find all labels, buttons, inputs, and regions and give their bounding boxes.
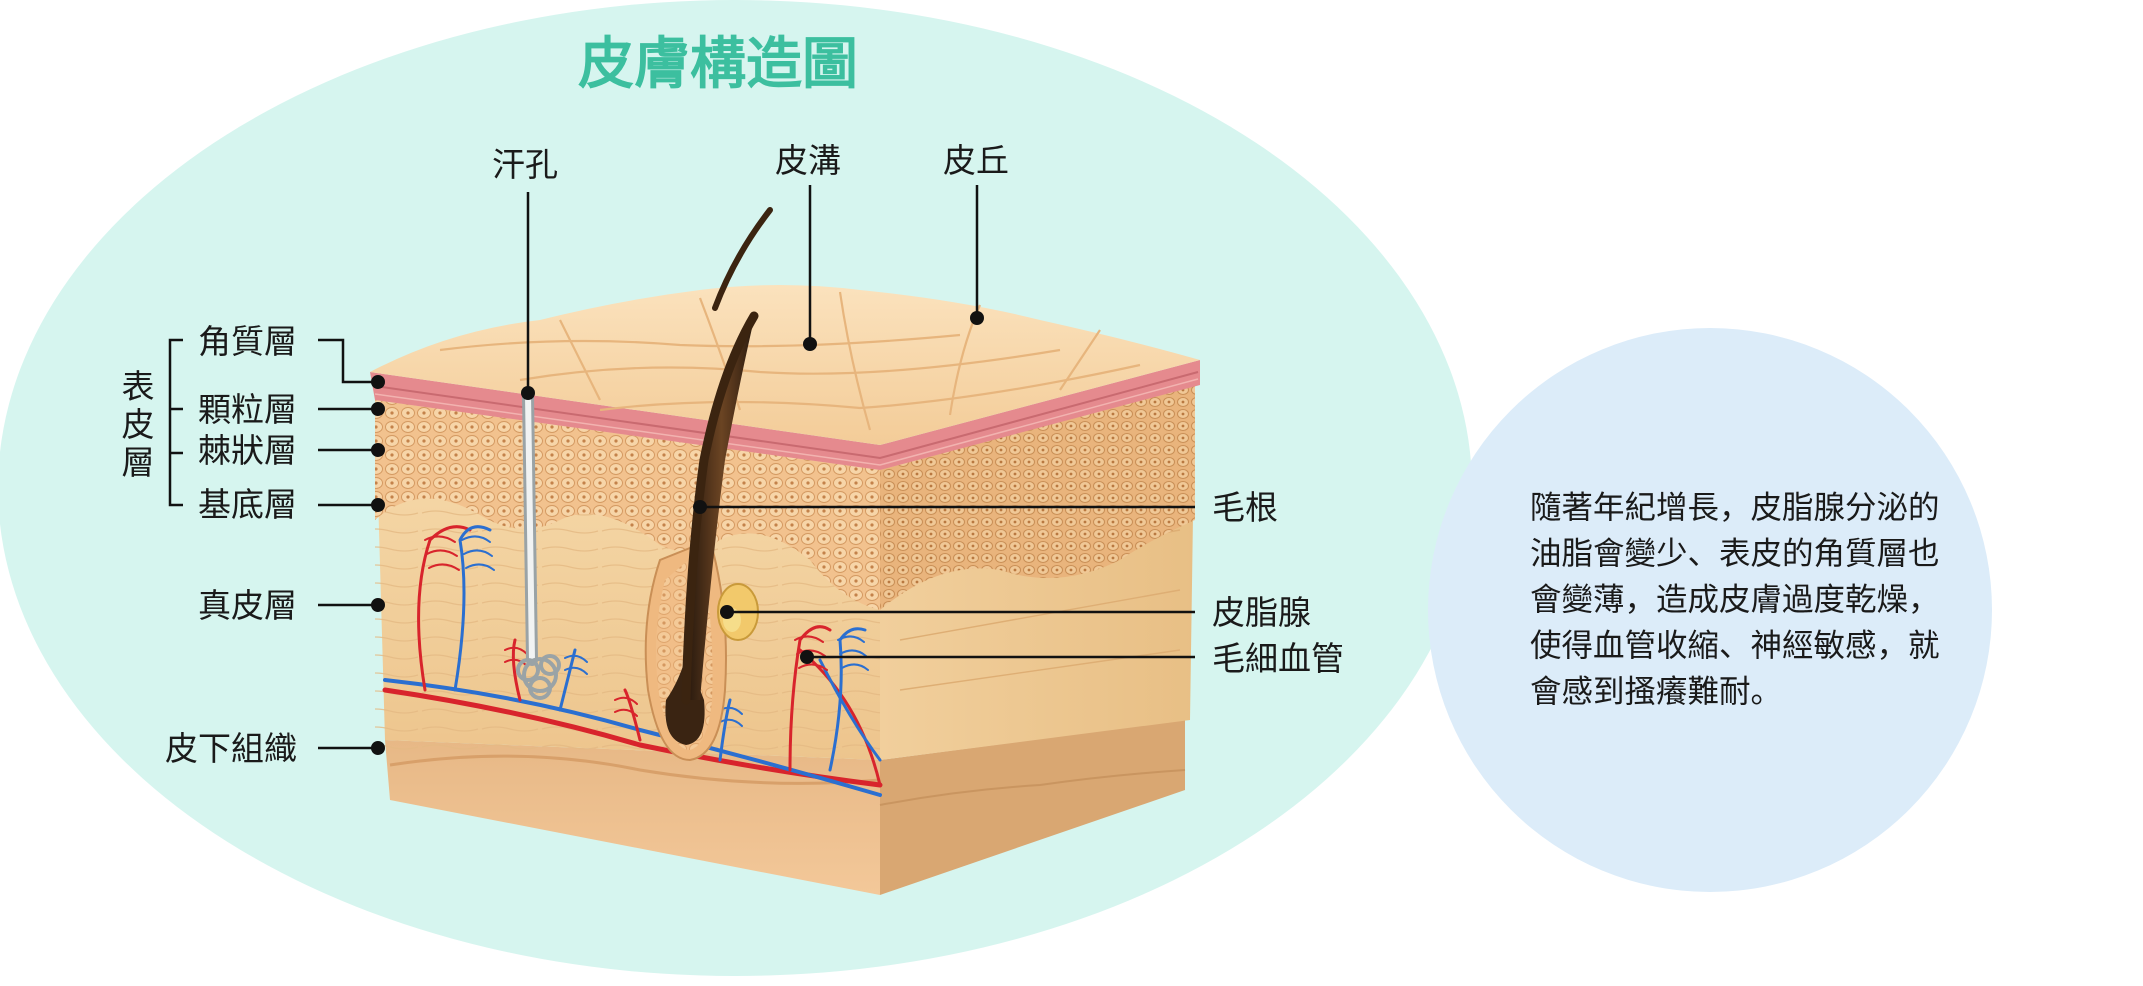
label-hair-root: 毛根 [1212, 488, 1278, 527]
label-subcutaneous: 皮下組織 [165, 729, 297, 768]
skin-surface [370, 285, 1200, 445]
label-sweat-pore: 汗孔 [492, 145, 558, 184]
surface-grooves [439, 291, 1141, 431]
leader-lines [168, 185, 1195, 750]
aging-skin-callout-text: 隨著年紀增長，皮脂腺分泌的油脂會變少、表皮的角質層也會變薄，造成皮膚過度乾燥，使… [1530, 490, 1940, 710]
label-sebaceous-gland: 皮脂腺 [1212, 593, 1311, 632]
label-stratum-basale: 基底層 [198, 485, 297, 524]
label-stratum-spinosum: 棘狀層 [198, 431, 297, 470]
stratum-corneum-band [370, 360, 1200, 470]
epidermis-side [880, 385, 1195, 610]
skin-block [370, 207, 1200, 895]
label-stratum-granulosum: 顆粒層 [198, 390, 297, 429]
subcutaneous-front [385, 740, 880, 895]
leader-dots [371, 311, 984, 755]
subcutaneous-side [880, 720, 1185, 895]
label-stratum-corneum: 角質層 [198, 322, 297, 361]
blood-vessels [382, 525, 883, 797]
diagram-title: 皮膚構造圖 [578, 32, 858, 97]
sweat-gland [516, 389, 561, 700]
hair-follicle [644, 207, 773, 762]
label-dermis: 真皮層 [198, 586, 297, 625]
right-background-circle [1428, 328, 1992, 892]
label-epidermis: 表皮層 [122, 367, 155, 482]
label-skin-groove: 皮溝 [775, 141, 841, 180]
label-skin-ridge: 皮丘 [943, 141, 1009, 180]
label-capillary: 毛細血管 [1212, 639, 1344, 678]
